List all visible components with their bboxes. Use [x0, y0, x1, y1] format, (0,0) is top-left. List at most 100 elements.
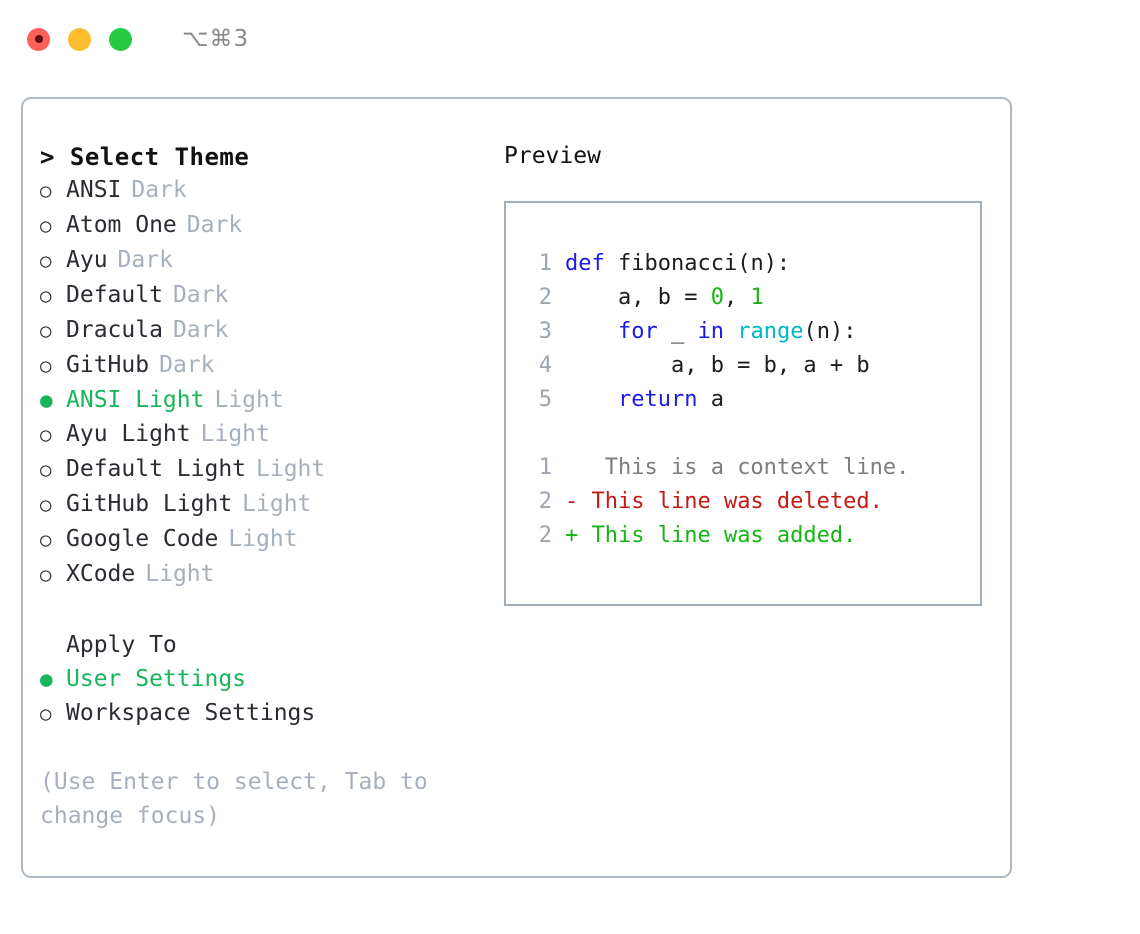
code-token-plain: _ [657, 319, 698, 344]
radio-unselected-icon: ○ [40, 703, 52, 725]
code-token-fn: range [737, 319, 804, 344]
code-line: 3 for _ in range(n): [522, 315, 980, 349]
theme-category-tag: Light [200, 421, 270, 447]
code-token-num: 1 [750, 285, 764, 310]
code-line-number: 1 [538, 251, 552, 276]
radio-unselected-icon: ○ [40, 355, 52, 377]
apply-to-option-user-settings[interactable]: ●User Settings [40, 662, 483, 696]
radio-unselected-icon: ○ [40, 564, 52, 586]
code-line: 5 return a [522, 383, 980, 417]
code-line-content: for _ in range(n): [565, 315, 856, 349]
theme-option-label: Ayu [66, 247, 108, 273]
code-token-num: 0 [710, 285, 724, 310]
diff-line-number: 2 [538, 523, 552, 548]
radio-unselected-icon: ○ [40, 529, 52, 551]
theme-category-tag: Light [242, 491, 312, 517]
code-line-content: a, b = 0, 1 [565, 281, 764, 315]
theme-option-label: Default [66, 282, 163, 308]
minimize-button[interactable] [68, 27, 91, 51]
radio-unselected-icon: ○ [40, 215, 52, 237]
theme-option-label: Ayu Light [66, 421, 191, 447]
theme-category-tag: Dark [117, 247, 173, 273]
apply-to-options[interactable]: ●User Settings ○ Workspace Settings [40, 662, 483, 731]
select-theme-heading: > Select Theme [40, 143, 250, 171]
theme-category-tag: Light [214, 387, 284, 413]
traffic-lights [27, 27, 132, 51]
theme-option-label: Google Code [66, 526, 219, 552]
code-token-plain [565, 319, 618, 344]
theme-option-github-light[interactable]: ○ GitHub Light Light [40, 487, 483, 522]
code-line-number: 5 [538, 387, 552, 412]
diff-marker [565, 451, 578, 485]
code-line-content: return a [565, 383, 724, 417]
diff-line-content: This line was added. [578, 523, 857, 548]
theme-option-label: GitHub [66, 352, 150, 378]
theme-category-tag: Dark [172, 317, 229, 343]
apply-to-option-label: User Settings [66, 666, 247, 692]
code-token-plain: a, b = b, a + b [565, 353, 870, 378]
apply-to-heading: Apply To [66, 632, 177, 658]
code-token-kw: def [565, 251, 605, 276]
diff-line-number: 2 [538, 489, 552, 514]
code-line-number: 4 [538, 353, 552, 378]
diff-marker: - [565, 489, 579, 514]
apply-to-option-workspace-settings[interactable]: ○ Workspace Settings [40, 696, 483, 731]
radio-unselected-icon: ○ [40, 424, 52, 446]
theme-option-label: XCode [66, 561, 136, 587]
diff-line-add: 2 + This line was added. [522, 519, 980, 553]
radio-unselected-icon: ○ [40, 494, 52, 516]
code-token-plain: (n): [803, 319, 857, 344]
maximize-button[interactable] [109, 27, 132, 51]
radio-unselected-icon: ○ [40, 320, 52, 342]
diff-line-number: 1 [538, 455, 552, 480]
theme-category-tag: Light [145, 561, 215, 587]
radio-unselected-icon: ○ [40, 285, 52, 307]
close-button[interactable] [27, 27, 50, 51]
code-token-kw: in [697, 319, 724, 344]
radio-unselected-icon: ○ [40, 180, 52, 202]
keyboard-shortcut-label: ⌥⌘3 [182, 26, 250, 52]
code-token-plain: a [697, 387, 724, 412]
code-line: 1 def fibonacci(n): [522, 247, 980, 281]
theme-option-label: Atom One [66, 212, 177, 238]
diff-line-ctx: 1 This is a context line. [522, 451, 980, 485]
code-line-number: 3 [538, 319, 552, 344]
theme-option-dracula[interactable]: ○ Dracula Dark [40, 313, 483, 348]
preview-spacer [522, 417, 980, 451]
theme-category-tag: Light [256, 456, 326, 482]
preview-heading: Preview [504, 143, 601, 169]
code-line: 2 a, b = 0, 1 [522, 281, 980, 315]
diff-line-content: This line was deleted. [578, 489, 883, 514]
theme-option-ayu-light[interactable]: ○ Ayu Light Light [40, 417, 483, 452]
code-line-content: def fibonacci(n): [565, 247, 790, 281]
radio-selected-icon: ● [40, 388, 53, 412]
theme-option-xcode[interactable]: ○ XCode Light [40, 557, 483, 592]
theme-option-label: ANSI [66, 177, 122, 203]
theme-option-google-code[interactable]: ○ Google Code Light [40, 522, 483, 557]
code-token-plain [724, 319, 737, 344]
theme-option-label: GitHub Light [66, 491, 233, 517]
code-line-number: 2 [538, 285, 552, 310]
code-token-plain: fibonacci(n): [604, 251, 791, 276]
radio-unselected-icon: ○ [40, 250, 52, 272]
diff-marker: + [565, 523, 579, 548]
theme-category-tag: Light [228, 526, 298, 552]
theme-option-ayu[interactable]: ○ Ayu Dark [40, 243, 483, 278]
apply-to-option-label: Workspace Settings [66, 700, 316, 726]
radio-unselected-icon: ○ [40, 459, 52, 481]
theme-option-label: Dracula [66, 317, 163, 343]
diff-line-content: This is a context line. [578, 455, 910, 480]
diff-line-del: 2- This line was deleted. [522, 485, 980, 519]
